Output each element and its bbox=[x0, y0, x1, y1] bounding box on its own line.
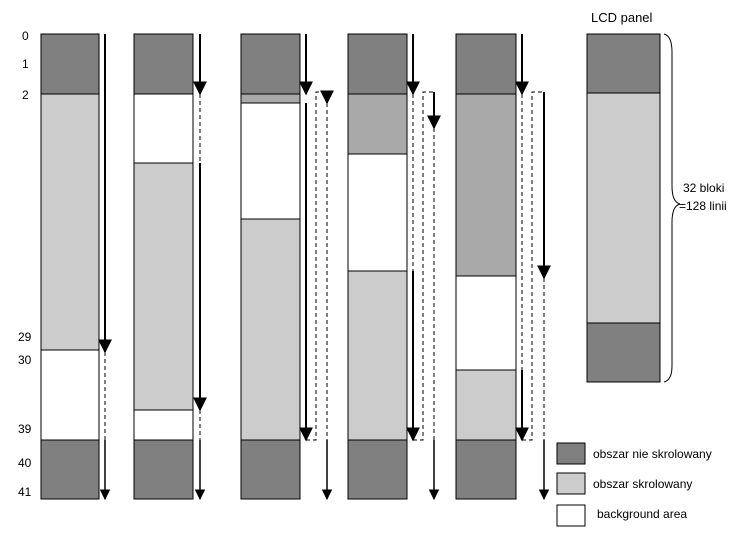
top-fixed-block bbox=[40, 33, 100, 95]
bottom-fixed-block bbox=[455, 439, 517, 500]
row-label-29: 29 bbox=[18, 330, 32, 344]
scrolled-block-dark bbox=[240, 93, 301, 104]
background-block bbox=[455, 275, 517, 371]
bottom-fixed-block bbox=[240, 439, 301, 500]
top-fixed-block bbox=[586, 33, 661, 94]
top-fixed-block bbox=[455, 33, 517, 95]
legend-label-non-scrolled: obszar nie skrolowany bbox=[593, 447, 712, 461]
background-block bbox=[347, 153, 408, 272]
background-block bbox=[240, 102, 301, 220]
row-label-40: 40 bbox=[18, 456, 32, 470]
wrap-path bbox=[413, 91, 434, 441]
background-block bbox=[133, 409, 194, 441]
scrolled-block bbox=[40, 93, 100, 351]
top-fixed-block bbox=[133, 33, 194, 95]
row-labels: 0 1 2 29 30 39 40 41 bbox=[18, 29, 32, 499]
legend: obszar nie skrolowany obszar skrolowany … bbox=[556, 442, 712, 527]
memory-column-5 bbox=[455, 33, 551, 501]
scrolled-block bbox=[240, 218, 301, 441]
top-fixed-block bbox=[240, 33, 301, 95]
scrolled-block bbox=[455, 369, 517, 441]
wrap-path bbox=[522, 91, 544, 441]
memory-column-2 bbox=[133, 33, 207, 501]
memory-column-1 bbox=[40, 33, 112, 501]
wrap-path bbox=[306, 91, 327, 441]
legend-swatch-non-scrolled bbox=[556, 442, 586, 465]
row-label-2: 2 bbox=[22, 88, 29, 102]
legend-swatch-background bbox=[556, 504, 586, 527]
memory-column-4 bbox=[347, 33, 441, 501]
legend-label-scrolled: obszar skrolowany bbox=[593, 477, 692, 491]
background-block bbox=[40, 349, 100, 441]
memory-column-3 bbox=[240, 33, 334, 501]
top-fixed-block bbox=[347, 33, 408, 95]
bottom-fixed-block bbox=[133, 439, 194, 500]
legend-swatch-scrolled bbox=[556, 472, 586, 495]
scrolled-block bbox=[586, 92, 661, 324]
scrolled-block-dark bbox=[347, 93, 408, 155]
legend-label-background: background area bbox=[597, 507, 687, 521]
lcd-panel: LCD panel 32 bloki =128 linii bbox=[586, 10, 727, 383]
panel-annotation-lines: =128 linii bbox=[679, 199, 727, 213]
bottom-fixed-block bbox=[40, 439, 100, 500]
row-label-30: 30 bbox=[18, 353, 32, 367]
bottom-fixed-block bbox=[347, 439, 408, 500]
row-label-1: 1 bbox=[22, 57, 29, 71]
row-label-39: 39 bbox=[18, 422, 32, 436]
panel-brace bbox=[663, 33, 681, 383]
scrolled-block-dark bbox=[455, 93, 517, 277]
scrolled-block bbox=[347, 270, 408, 441]
bottom-fixed-block bbox=[586, 322, 661, 383]
background-block bbox=[133, 93, 194, 164]
scrolled-block bbox=[133, 162, 194, 411]
row-label-0: 0 bbox=[22, 29, 29, 43]
panel-annotation-blocks: 32 bloki bbox=[683, 181, 724, 195]
lcd-panel-title: LCD panel bbox=[591, 10, 653, 25]
row-label-41: 41 bbox=[18, 485, 32, 499]
